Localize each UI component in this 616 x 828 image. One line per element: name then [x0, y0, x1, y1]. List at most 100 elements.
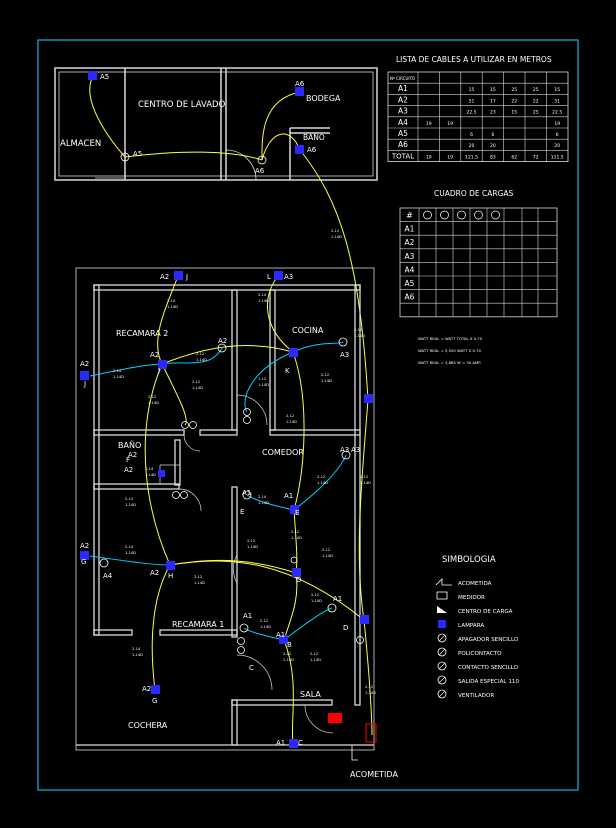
circuit-label: D: [343, 624, 348, 632]
table-circuit: A2: [398, 95, 408, 104]
lampara-icon: [360, 615, 369, 624]
table-circuit: A6: [398, 140, 408, 149]
svg-text:2-12: 2-12: [283, 652, 291, 656]
lampara-icon: [166, 561, 175, 570]
svg-text:2-12: 2-12: [331, 229, 339, 233]
table-circuit: A4: [398, 118, 408, 127]
svg-text:2-12: 2-12: [365, 685, 373, 689]
table-cell: 22: [511, 98, 517, 104]
table-cell: 15: [554, 87, 560, 93]
table-circuit: A3: [398, 107, 408, 116]
wires-cyan: [89, 341, 347, 641]
circuit-label: G: [152, 697, 157, 705]
lampara-icon: [295, 145, 304, 154]
table-cell: 17: [490, 98, 496, 104]
circuit-label: A6: [307, 146, 317, 154]
apagador-icon: [180, 491, 188, 499]
circuit-label: A1: [276, 631, 285, 639]
room-bano-lower: BAÑO: [118, 440, 141, 450]
svg-text:1-12: 1-12: [258, 377, 266, 381]
apagador-icon: [243, 408, 251, 416]
table-cell: 25: [533, 87, 539, 93]
table-cell: 25: [511, 87, 517, 93]
circuit-label: A2: [128, 451, 137, 459]
circuit-label: A6: [255, 167, 265, 175]
svg-text:1-14D: 1-14D: [258, 501, 269, 505]
legend-title: SIMBOLOGIA: [442, 555, 496, 565]
svg-text:1-14D: 1-14D: [365, 691, 376, 695]
apagador-icon: [99, 558, 109, 568]
contacto-icon: [242, 490, 252, 500]
contacto-icon: [239, 623, 249, 633]
upper-plan: [54, 67, 378, 181]
circuit-label: E: [295, 509, 299, 517]
table-cell: 72: [533, 154, 539, 160]
legend-label: CONTACTO SENCILLO: [458, 665, 519, 671]
table-cell: 83: [490, 154, 496, 160]
svg-text:2-12: 2-12: [321, 373, 329, 377]
circuit-label: A3: [284, 273, 293, 281]
svg-text:1-14D: 1-14D: [310, 658, 321, 662]
svg-text:1-14D: 1-14D: [145, 473, 156, 477]
room-comedor: COMEDOR: [262, 448, 304, 457]
legend-label: VENTILADOR: [458, 693, 494, 699]
apagador-icon: [257, 155, 267, 165]
table-cell: 22: [533, 98, 539, 104]
legend-label: MEDIDOR: [458, 595, 485, 601]
table-cell: 23: [490, 110, 496, 116]
salida-especial-icon: [437, 675, 447, 685]
svg-text:2-12: 2-12: [322, 548, 330, 552]
circuit-label: C: [298, 739, 303, 747]
svg-text:2-12: 2-12: [192, 380, 200, 384]
circuit-label: A2: [218, 337, 227, 345]
svg-text:1-14D: 1-14D: [321, 379, 332, 383]
table-cell: 15: [469, 87, 475, 93]
svg-text:1-14D: 1-14D: [113, 375, 124, 379]
legend-label: ACOMETIDA: [458, 581, 492, 587]
room-recamara-1: RECAMARA 1: [172, 620, 224, 629]
table-cell: 6: [556, 132, 559, 138]
lampara-icon: [290, 505, 299, 514]
circuit-label: F: [126, 456, 130, 464]
load-circuit: A6: [405, 293, 415, 302]
circuit-label: A2: [160, 273, 169, 281]
main-devices: [99, 337, 364, 654]
lampara-icon: [438, 620, 446, 628]
circuit-label: A3: [351, 446, 360, 454]
lampara-icon: [279, 635, 288, 644]
load-circuit: A5: [405, 279, 415, 288]
circuit-label: J: [83, 380, 86, 388]
svg-text:2-12: 2-12: [360, 475, 368, 479]
svg-text:1-14D: 1-14D: [125, 503, 136, 507]
room-almacen: ALMACEN: [60, 139, 101, 149]
svg-text:1-14D: 1-14D: [360, 481, 371, 485]
upper-wires: [89, 75, 369, 401]
svg-text:2-12: 2-12: [125, 497, 133, 501]
table-cell: 19: [447, 121, 453, 127]
svg-text:1-14D: 1-14D: [286, 420, 297, 424]
svg-text:2-12: 2-12: [291, 530, 299, 534]
table-cell: 20: [490, 143, 496, 149]
load-circuit: A2: [405, 238, 415, 247]
table-cell: 15: [511, 110, 517, 116]
svg-text:2-14: 2-14: [145, 467, 154, 471]
svg-text:1-14D: 1-14D: [354, 334, 365, 338]
apagador-icon: [243, 416, 251, 424]
legend-label: POLICONTACTO: [458, 651, 502, 657]
svg-text:2-14: 2-14: [132, 647, 141, 651]
cable-list-title: LISTA DE CABLES A UTILIZAR EN METROS: [396, 55, 552, 64]
svg-text:1-14D: 1-14D: [283, 658, 294, 662]
table-cell: 51: [554, 98, 560, 104]
load-circuit: A1: [405, 225, 415, 234]
table-circuit: TOTAL: [391, 152, 414, 160]
svg-text:1-14D: 1-14D: [258, 299, 269, 303]
svg-text:1-14D: 1-14D: [322, 554, 333, 558]
svg-text:1-14D: 1-14D: [311, 599, 322, 603]
load-header-icon: [440, 210, 449, 220]
note-line: WATT REAL = 3,885 W = 30 AMP.: [418, 360, 481, 365]
svg-text:1-14D: 1-14D: [192, 386, 203, 390]
svg-text:1-14D: 1-14D: [331, 235, 342, 239]
